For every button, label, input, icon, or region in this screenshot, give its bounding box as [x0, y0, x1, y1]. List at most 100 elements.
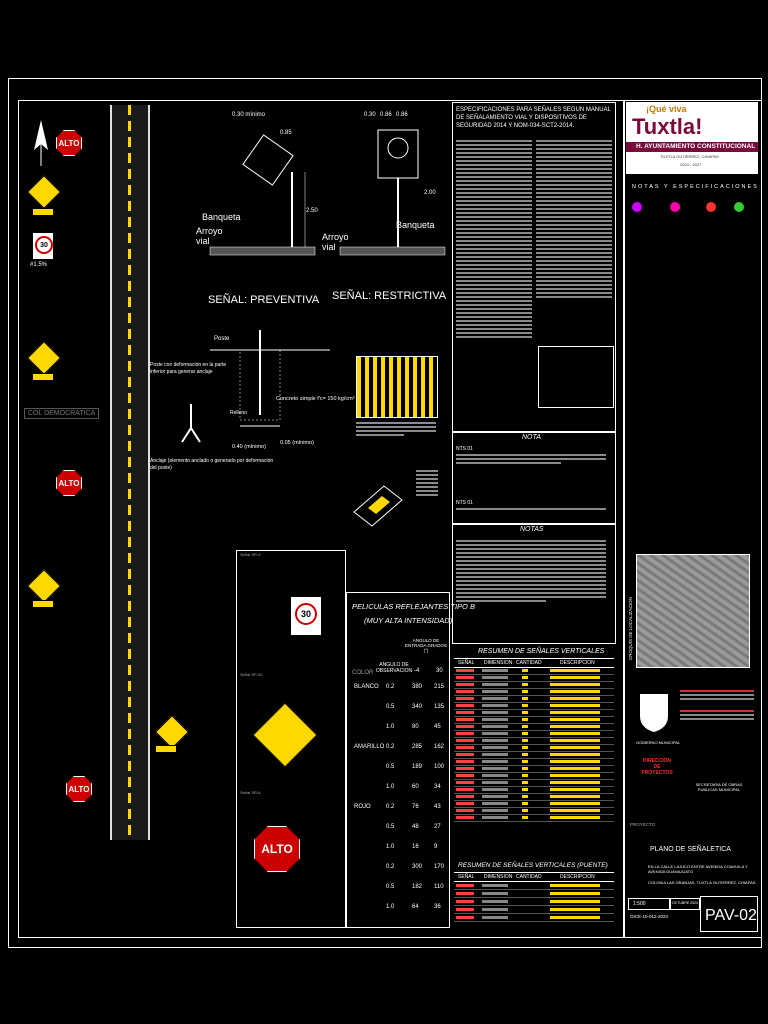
notas-esp-title: NOTAS Y ESPECIFICACIONES [632, 184, 759, 190]
escala: 1:500 [633, 901, 646, 907]
dim-pre-2: 0.85 [280, 130, 292, 136]
reflective-color: ROJO [354, 804, 371, 810]
summary-row [454, 668, 614, 675]
specs-text-right [536, 140, 612, 300]
summary-row [454, 710, 614, 717]
dim-res-2: 0.86 [380, 112, 392, 118]
restrictive-title: SEÑAL: RESTRICTIVA [332, 290, 447, 302]
summary-row [454, 787, 614, 794]
post-foundation-detail [210, 330, 330, 427]
legend-dot-3 [706, 202, 716, 212]
specs-title: ESPECIFICACIONES PARA SEÑALES SEGUN MANU… [456, 107, 611, 129]
reflective-obs: 0.5 [386, 824, 395, 830]
period: 2024 - 2027 [680, 162, 702, 167]
bridge-row [454, 890, 614, 898]
post-label: Poste [214, 336, 230, 342]
slope-label: #1.5% [30, 262, 48, 268]
legend-dots [630, 200, 756, 216]
reflective-obs: 0.2 [386, 804, 395, 810]
anchor-detail [181, 404, 201, 443]
anchor-note: Anclaje (elemento anclado o generado por… [150, 458, 274, 471]
reflective-a: 48 [412, 824, 419, 830]
reflective-obs: 1.0 [386, 724, 395, 730]
street-label: COL DEMOCRATICA [24, 408, 100, 419]
specs-panel [452, 102, 616, 432]
city: TUXTLA GUTIERREZ, CHIAPAS [660, 154, 719, 159]
summary-row [454, 717, 614, 724]
reflective-b: 170 [434, 864, 445, 870]
notas-panel [452, 524, 616, 644]
sample-stop-sign: ALTO [254, 826, 300, 872]
reflective-b: 100 [434, 764, 445, 770]
reflective-b: 162 [434, 744, 445, 750]
reflective-obs: 1.0 [386, 904, 395, 910]
reflective-obs: 0.2 [386, 744, 395, 750]
col-obs: ANGULO DE OBSERVACION [375, 662, 413, 674]
sample-panel [236, 550, 346, 928]
hb-qty: CANTIDAD [516, 874, 542, 880]
sheet-no-box: PAV-02 [700, 896, 758, 932]
reflective-obs: 0.5 [386, 884, 395, 890]
plano-label: PLANO DE SEÑALETICA [650, 846, 731, 853]
legend-dot-2 [670, 202, 680, 212]
summary-row [454, 780, 614, 787]
stop-sign-3: ALTO [66, 776, 92, 802]
croquis-label: CROQUIS DE LOCALIZACION [628, 597, 633, 660]
reflective-obs: 1.0 [386, 784, 395, 790]
specs-text-left [456, 140, 532, 340]
proyecto-label: PROYECTO [630, 822, 656, 827]
reflective-b: 36 [434, 904, 441, 910]
bridge-row [454, 898, 614, 906]
school-plate-4 [155, 745, 177, 753]
reflective-a: 182 [412, 884, 423, 890]
speed-sign-1: 30 [32, 232, 54, 260]
reflective-a: 380 [412, 684, 423, 690]
school-plate-1 [32, 208, 54, 216]
stripe-detail [356, 356, 438, 418]
clave: OICE-10-012-2024 [630, 914, 669, 919]
sample-2: Señal SP-32 [240, 672, 263, 677]
post-note: Poste con deformación en la parte inferi… [150, 362, 227, 375]
sample-speed-sign: 30 [290, 596, 322, 636]
scale-box: 1:500 [628, 898, 670, 910]
dim-base-1: 0.40 (mínimo) [232, 444, 266, 450]
dim-res-3: 0.86 [396, 112, 408, 118]
dim-base-2: 0.05 (mínimo) [280, 440, 314, 446]
reflective-title-2: (MUY ALTA INTENSIDAD) [364, 616, 453, 625]
reflective-b: 215 [434, 684, 445, 690]
isometric-detail [353, 485, 403, 527]
reflective-a: 340 [412, 704, 423, 710]
summary-bridge-title: RESUMEN DE SEÑALES VERTICALES (PUENTE) [458, 862, 608, 869]
arroyo-label-1: Arroyo vial [196, 226, 223, 246]
date-box: OCTUBRE 2024 [670, 898, 700, 910]
hb-senal: SEÑAL [458, 874, 475, 880]
arroyo-label-2: Arroyo vial [322, 232, 349, 252]
col-color: COLOR [352, 670, 374, 676]
stripe-notes [356, 422, 436, 438]
reflective-a: 80 [412, 724, 419, 730]
gobierno: GOBIERNO MUNICIPAL [636, 740, 681, 745]
reflective-a: 64 [412, 904, 419, 910]
brand-1: ¡Qué viva [646, 104, 687, 114]
nota-1: NTS 01 [456, 446, 473, 452]
ent-1: -4 [414, 668, 420, 674]
notas-title: NOTAS [520, 526, 544, 533]
plan-frame [18, 100, 624, 938]
dim-res-4: 2.00 [424, 190, 436, 196]
specs-mini-table [538, 346, 614, 408]
summary-row [454, 801, 614, 808]
school-plate-2 [32, 373, 54, 381]
brand-2: Tuxtla! [632, 114, 703, 139]
logo-box [626, 102, 758, 174]
obras: SECRETARIA DE OBRAS PUBLICAS MUNICIPAL [695, 782, 743, 792]
col-ent: ANGULO DE ENTRADA GRADOS (°) [404, 638, 447, 653]
reflective-b: 9 [434, 844, 438, 850]
summary-row [454, 794, 614, 801]
ubicacion: EN LA CALLE LAJUCO ENTRE AVENIDA COAHUIL… [648, 864, 748, 874]
bridge-row [454, 882, 614, 890]
bridge-row [454, 906, 614, 914]
speed-value: 30 [35, 236, 53, 254]
sample-1: Señal SR-9 [240, 552, 261, 557]
preventive-title: SEÑAL: PREVENTIVA [208, 294, 320, 306]
summary-row [454, 731, 614, 738]
